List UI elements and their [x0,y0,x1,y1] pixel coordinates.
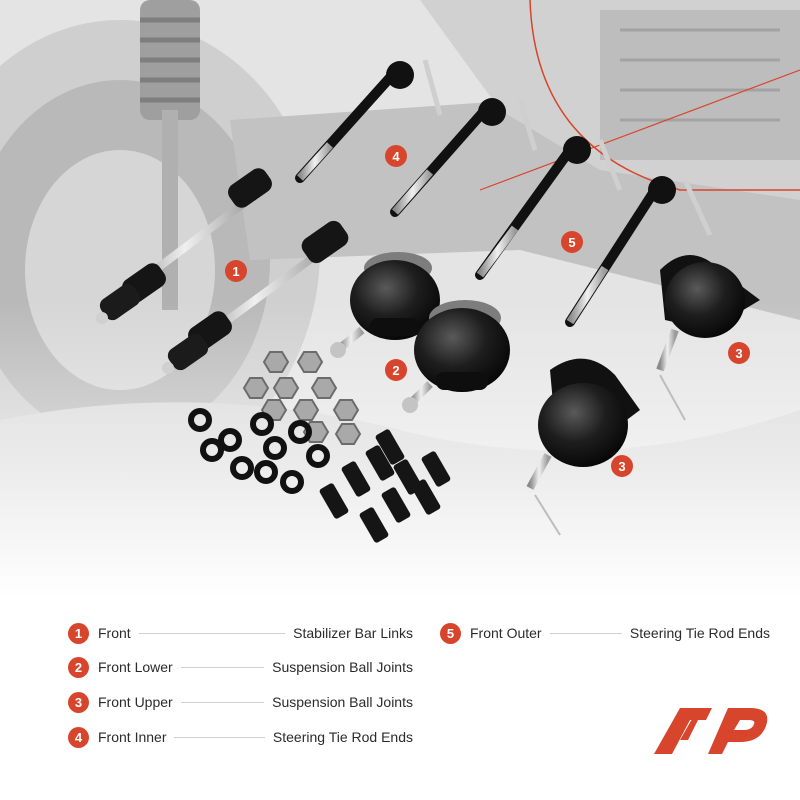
legend-part-name: Suspension Ball Joints [272,694,413,710]
svg-text:4: 4 [392,149,400,164]
legend-divider [180,701,265,703]
legend-item: 1 Front Stabilizer Bar Links [68,621,413,645]
legend-part-name: Steering Tie Rod Ends [629,625,770,641]
hardware-nuts [242,351,362,445]
callout-badge: 3 [611,455,633,477]
legend-position: Front Lower [98,659,173,675]
hardware-snap-rings [188,408,330,494]
ap-logo-icon [654,708,768,754]
legend-position: Front [98,625,131,641]
callout-badge: 3 [728,342,750,364]
legend-item: 2 Front Lower Suspension Ball Joints [68,655,413,679]
callout-badge: 5 [561,231,583,253]
legend-part-name: Steering Tie Rod Ends [272,729,413,745]
lower-ball-joint [402,300,510,413]
tie-rod-end [390,98,538,217]
legend-item: 4 Front Inner Steering Tie Rod Ends [68,725,413,749]
legend-number-badge: 4 [68,726,89,748]
product-photo: 1 2 3 3 4 5 [0,0,800,600]
legend-part-name: Stabilizer Bar Links [293,625,413,641]
tie-rod-end [475,136,623,280]
legend-part-name: Suspension Ball Joints [272,659,413,675]
legend-divider [138,632,286,634]
tie-rod-end [295,59,443,183]
callout-badge: 2 [385,359,407,381]
upper-ball-joint [656,255,760,421]
svg-text:2: 2 [392,363,399,378]
callout-badge: 1 [225,260,247,282]
upper-ball-joint [526,358,640,536]
svg-text:3: 3 [618,459,625,474]
stabilizer-bar-link [96,168,272,324]
legend-item: 3 Front Upper Suspension Ball Joints [68,690,413,714]
svg-text:1: 1 [232,264,239,279]
legend-divider [549,632,622,634]
svg-text:3: 3 [735,346,742,361]
legend-item: 5 Front Outer Steering Tie Rod Ends [440,621,770,645]
lower-ball-joint [330,252,440,358]
stabilizer-bar-link [162,220,349,374]
legend-number-badge: 3 [68,691,89,713]
tie-rod-end [565,176,713,327]
hardware-bolts [319,429,451,543]
legend-position: Front Outer [470,625,542,641]
legend-divider [180,666,265,668]
legend-number-badge: 1 [68,622,89,644]
callout-badge: 4 [385,145,407,167]
legend-position: Front Upper [98,694,173,710]
legend-number-badge: 2 [68,656,89,678]
legend-number-badge: 5 [440,622,461,644]
legend-position: Front Inner [98,729,167,745]
legend-divider [174,736,265,738]
svg-text:5: 5 [568,235,575,250]
